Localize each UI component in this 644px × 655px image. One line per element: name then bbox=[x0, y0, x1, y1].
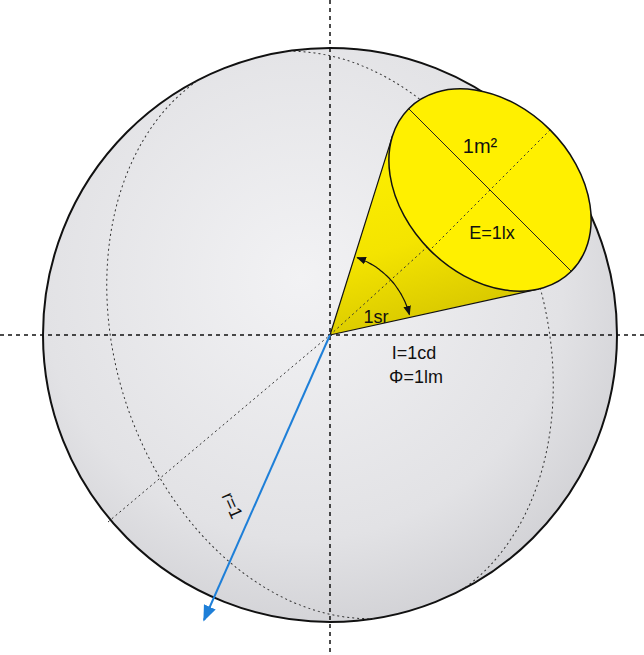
cone-axis bbox=[108, 335, 330, 522]
disk-diameter bbox=[409, 109, 572, 272]
vertical-axis bbox=[329, 0, 331, 655]
cone-axis bbox=[430, 130, 550, 250]
area-ellipse bbox=[380, 80, 600, 300]
solid-angle-label: 1sr bbox=[363, 308, 388, 328]
radius-line bbox=[204, 335, 330, 620]
angle-arc bbox=[357, 258, 409, 315]
area-ellipse bbox=[380, 80, 600, 300]
intensity-label: I=1cd bbox=[392, 344, 437, 364]
horizontal-axis bbox=[0, 334, 644, 336]
meridian-circle bbox=[36, 0, 624, 655]
illuminance-label: E=1lx bbox=[469, 224, 515, 244]
area-label: 1m² bbox=[463, 135, 497, 157]
flux-label: Φ=1lm bbox=[389, 368, 443, 388]
illuminated-area: 1m² E=1lx bbox=[380, 80, 600, 300]
